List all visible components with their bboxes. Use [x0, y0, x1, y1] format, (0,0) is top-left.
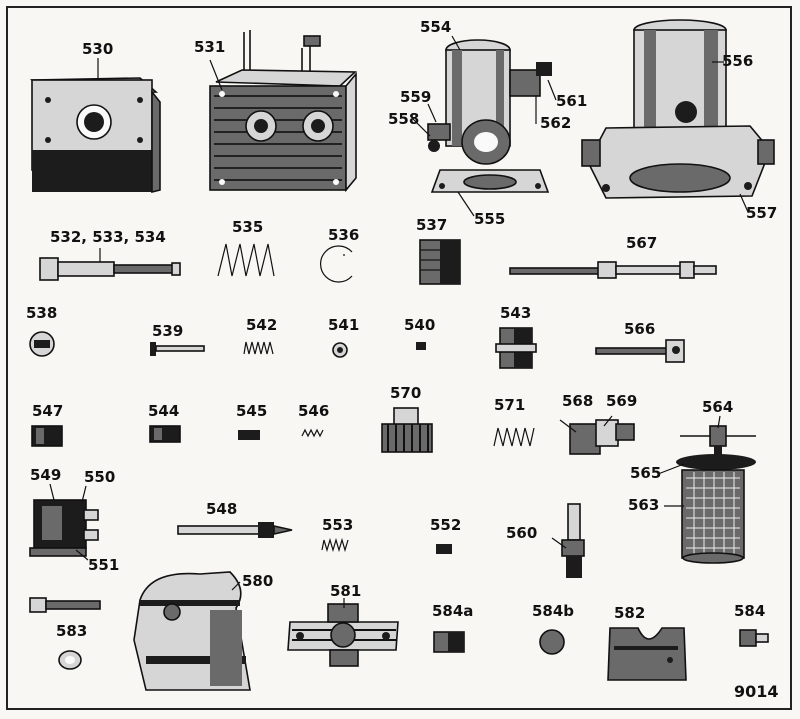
- part-530-block: [29, 77, 161, 194]
- label-568: 568: [562, 392, 594, 410]
- part-548-needle: [177, 522, 293, 538]
- label-535: 535: [232, 218, 264, 236]
- label-560: 560: [506, 524, 538, 542]
- label-584b: 584b: [532, 602, 575, 620]
- part-546-spring: [301, 428, 324, 438]
- part-535-spring: [217, 243, 275, 277]
- part-584b-disc: [539, 629, 565, 655]
- label-550: 550: [84, 468, 116, 486]
- label-564: 564: [702, 398, 734, 416]
- label-536: 536: [328, 226, 360, 244]
- label-563: 563: [628, 496, 660, 514]
- label-531: 531: [194, 38, 226, 56]
- label-539: 539: [152, 322, 184, 340]
- part-537-nut: [419, 239, 461, 285]
- label-571: 571: [494, 396, 526, 414]
- label-549: 549: [30, 466, 62, 484]
- label-565: 565: [630, 464, 662, 482]
- part-584a-plug: [433, 631, 465, 653]
- part-543-nipple: [495, 327, 537, 369]
- label-555: 555: [474, 210, 506, 228]
- label-538: 538: [26, 304, 58, 322]
- part-549-bridge: [29, 499, 99, 557]
- part-571-spring: [493, 427, 535, 447]
- part-570-knurled-cap: [381, 407, 433, 453]
- label-584: 584: [734, 602, 766, 620]
- part-580-housing: [133, 571, 251, 691]
- part-552-clip: [436, 544, 452, 554]
- label-548: 548: [206, 500, 238, 518]
- part-542-spring: [243, 341, 274, 355]
- label-569: 569: [606, 392, 638, 410]
- label-566: 566: [624, 320, 656, 338]
- label-570: 570: [390, 384, 422, 402]
- label-559: 559: [400, 88, 432, 106]
- label-537: 537: [416, 216, 448, 234]
- label-547: 547: [32, 402, 64, 420]
- part-554-float-chamber: [427, 39, 552, 193]
- label-557: 557: [746, 204, 778, 222]
- part-539-needle: [150, 342, 205, 356]
- part-564-filter: [676, 425, 756, 564]
- label-582: 582: [614, 604, 646, 622]
- label-561: 561: [556, 92, 588, 110]
- label-540: 540: [404, 316, 436, 334]
- sheet-border: [6, 6, 792, 710]
- label-552: 552: [430, 516, 462, 534]
- label-553: 553: [322, 516, 354, 534]
- label-580: 580: [242, 572, 274, 590]
- label-554: 554: [420, 18, 452, 36]
- label-556: 556: [722, 52, 754, 70]
- label-542: 542: [246, 316, 278, 334]
- label-546: 546: [298, 402, 330, 420]
- label-541: 541: [328, 316, 360, 334]
- label-530: 530: [82, 40, 114, 58]
- part-581-plate: [287, 603, 399, 667]
- part-547-plug: [31, 425, 63, 447]
- part-544-plug: [149, 425, 181, 443]
- part-532-screw: [39, 257, 181, 281]
- label-584a: 584a: [432, 602, 474, 620]
- part-553-spring: [321, 537, 349, 553]
- part-538-cap: [29, 331, 55, 357]
- label-581: 581: [330, 582, 362, 600]
- part-568-union: [569, 419, 635, 455]
- label-567: 567: [626, 234, 658, 252]
- label-583: 583: [56, 622, 88, 640]
- label-551: 551: [88, 556, 120, 574]
- label-558: 558: [388, 110, 420, 128]
- leader-lines: [49, 35, 749, 608]
- part-584-screw: [739, 629, 769, 647]
- label-545: 545: [236, 402, 268, 420]
- part-566-jet-rod: [595, 339, 685, 363]
- part-541-washer: [332, 342, 348, 358]
- part-531-body: [209, 30, 357, 193]
- label-544: 544: [148, 402, 180, 420]
- label-532-533-534: 532, 533, 534: [50, 228, 166, 246]
- part-583-screw: [29, 597, 101, 670]
- part-582-bracket: [607, 627, 687, 681]
- label-562: 562: [540, 114, 572, 132]
- figure-number: 9014: [734, 682, 779, 701]
- part-567-jet-rod: [509, 261, 717, 279]
- part-536-clip: [320, 245, 353, 283]
- part-540-pin: [416, 342, 426, 350]
- part-545-plug: [238, 430, 260, 440]
- part-560-jet: [561, 503, 585, 578]
- part-556-float-chamber: [581, 19, 775, 199]
- label-543: 543: [500, 304, 532, 322]
